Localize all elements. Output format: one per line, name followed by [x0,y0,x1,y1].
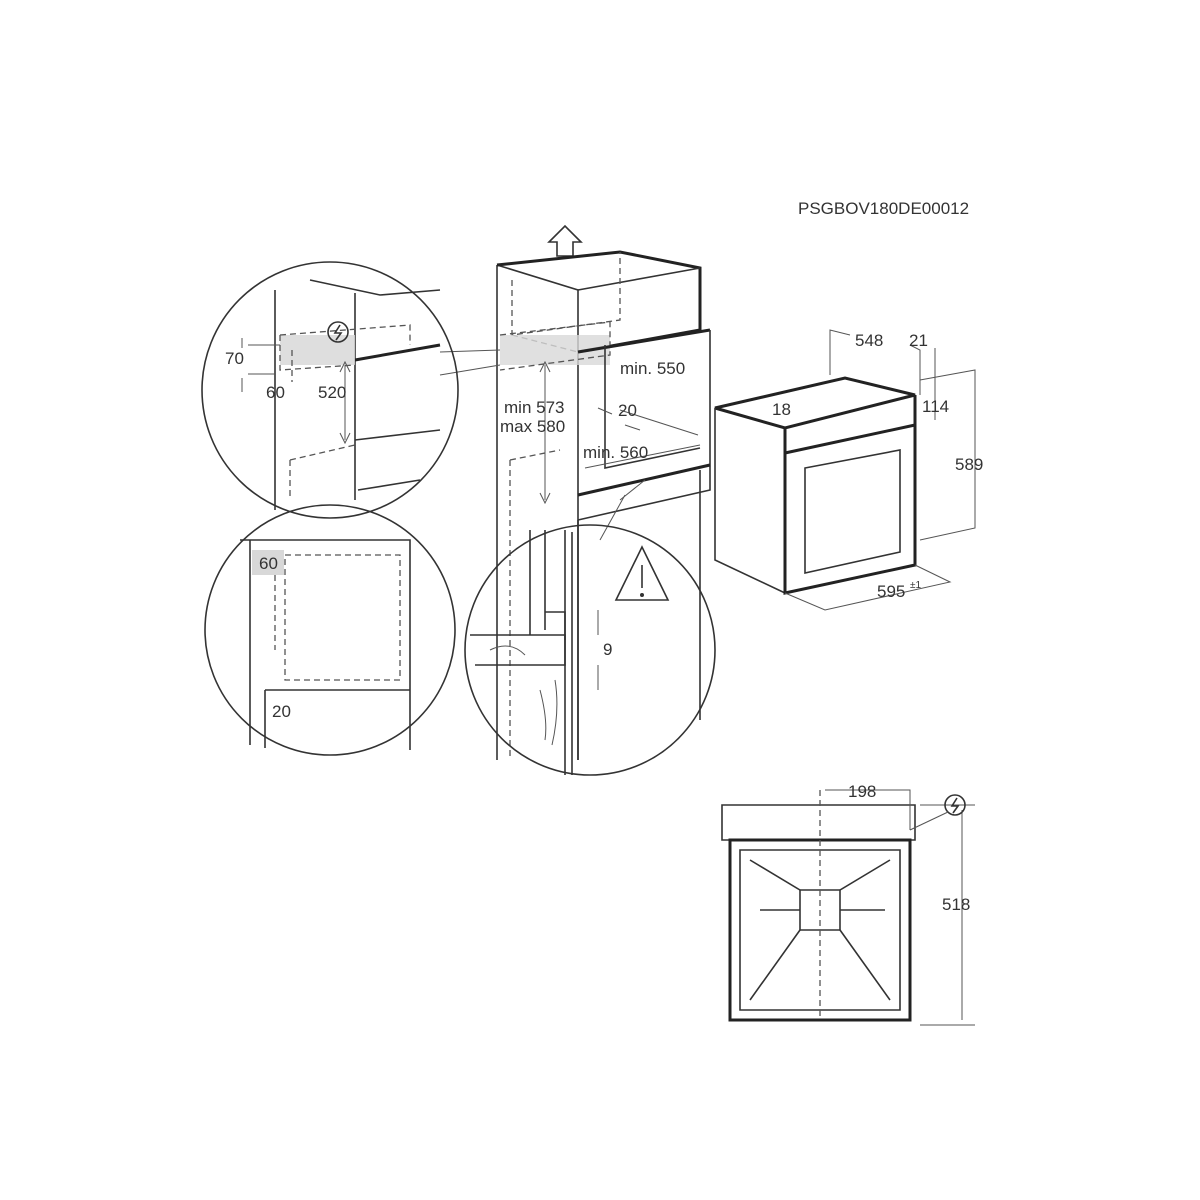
oven-height: 589 [955,455,983,474]
oven-depth: 548 [855,331,883,350]
warning-icon [614,545,670,601]
oven-114: 114 [922,397,949,416]
cabinet-max-height: max 580 [500,417,565,436]
detail-side-60: 60 [259,554,278,573]
detail-top-circle [201,261,459,519]
oven-21: 21 [909,331,928,350]
detail-top-520: 520 [318,383,346,402]
oven-width-tolerance: ±1 [910,580,921,591]
detail-side-circle [204,504,456,756]
model-code: PSGBOV180DE00012 [798,199,969,218]
detail-top-70: 70 [225,349,244,368]
detail-side-20: 20 [272,702,291,721]
cabinet-min-depth: min. 550 [620,359,685,378]
cabinet [439,250,711,760]
detail-top-60: 60 [266,383,285,402]
arrow-up-icon [547,224,583,257]
oven [714,329,976,611]
oven-width: 595 [877,582,905,601]
cabinet-gap: 20 [618,401,637,420]
oven-18: 18 [772,400,791,419]
cabinet-min-width: min. 560 [583,443,648,462]
detail-floor-9: 9 [603,640,612,659]
top-view-198: 198 [848,782,876,801]
top-view-518: 518 [942,895,970,914]
cabinet-min-height: min 573 [504,398,564,417]
detail-floor-circle [464,524,716,776]
top-view [721,789,975,1026]
electric-icon [327,321,349,343]
